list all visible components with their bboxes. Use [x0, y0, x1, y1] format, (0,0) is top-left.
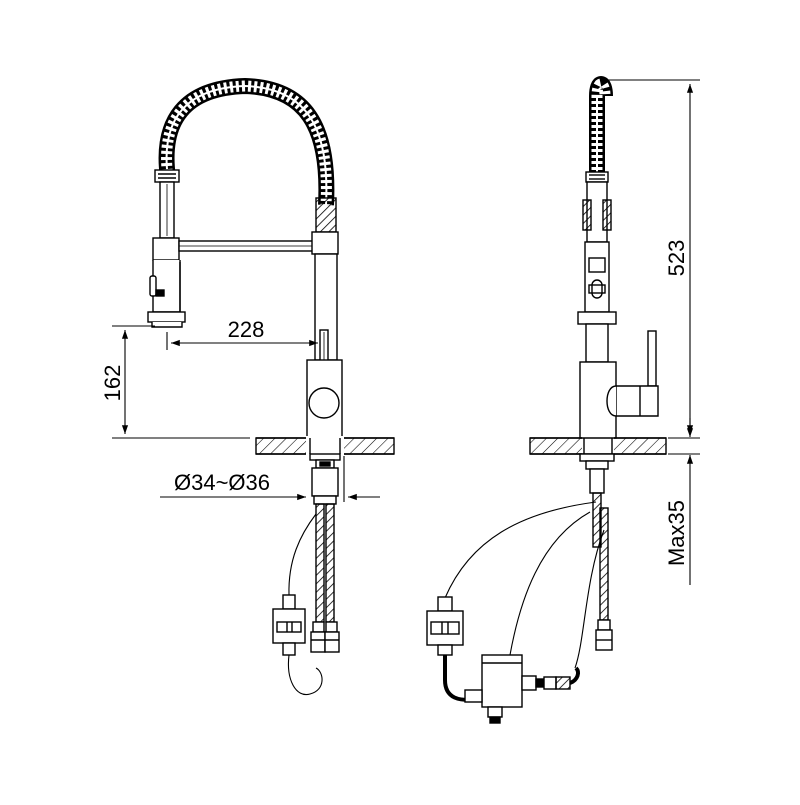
front-view [112, 77, 395, 696]
spring-coil-side [589, 76, 613, 176]
spring-collar [311, 231, 339, 255]
spout-arm [178, 240, 316, 252]
control-box-front [272, 594, 323, 696]
dim-162 [112, 325, 250, 439]
dim-max35 [668, 418, 700, 585]
side-view [426, 76, 700, 724]
dim-label-162: 162 [100, 365, 125, 402]
dim-523 [607, 79, 700, 439]
solenoid-valve [464, 654, 580, 724]
mounting-shank [309, 453, 341, 505]
dim-label-228: 228 [228, 317, 265, 342]
dim-228 [166, 332, 318, 350]
handle-knob [308, 387, 340, 419]
dim-diameter [160, 456, 380, 502]
sensor-box-side [426, 596, 464, 656]
dim-label-diameter: Ø34~Ø36 [174, 470, 270, 495]
dim-label-max35: Max35 [664, 500, 689, 566]
spring-coil [158, 77, 335, 206]
sensor-wire [288, 513, 317, 596]
supply-hoses [310, 503, 340, 653]
column-side [585, 323, 609, 363]
spring-lower [315, 197, 337, 233]
hose-side [599, 507, 609, 621]
dim-label-523: 523 [664, 240, 689, 277]
